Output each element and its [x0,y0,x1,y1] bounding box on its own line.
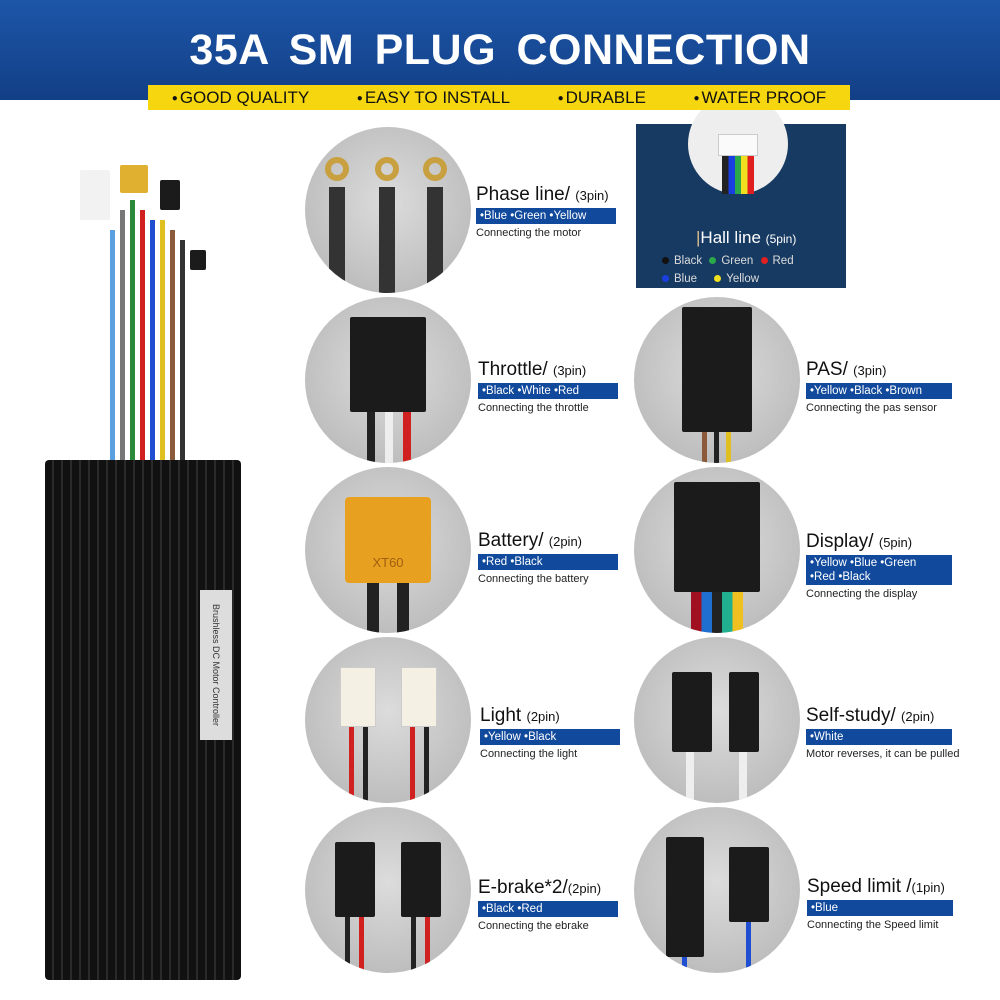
color-tag: •Blue [807,900,953,916]
color-tag: •Black •White •Red [478,383,618,399]
hall-line-panel: |Hall line (5pin) Black Green Red Blue Y… [636,94,846,288]
display-image [634,467,800,633]
hall-color: Green [721,255,754,267]
ebrake-image [305,807,471,973]
hall-color: Yellow [726,273,760,285]
hall-connector-image [688,94,788,194]
connector-desc: Connecting the pas sensor [806,402,937,414]
self-study-label: Self-study/ (2pin) •White Motor reverses… [806,705,959,760]
self-study-image [634,637,800,803]
connector-pins: (2pin) [548,534,583,549]
connector-pins: (1pin) [911,880,945,895]
connector-pins: (2pin) [526,709,560,724]
phase-line-image [305,127,471,293]
pas-image [634,297,800,463]
connector-title: Self-study/ [806,705,896,726]
speed-limit-image [634,807,800,973]
hall-title: Hall line [700,228,761,247]
controller-plate-text: Brushless DC Motor Controller [211,603,221,727]
battery-image: XT60 [305,467,471,633]
phase-line-label: Phase line/ (3pin) •Blue •Green •Yellow … [476,184,616,239]
hall-color: Red [772,255,794,267]
connector-desc: Motor reverses, it can be pulled [806,748,960,760]
connector-title: Display/ [806,531,874,552]
connector-title: Throttle/ [478,359,548,380]
pas-label: PAS/ (3pin) •Yellow •Black •Brown Connec… [806,359,952,414]
ebrake-label: E-brake*2/(2pin) •Black •Red Connecting … [478,877,618,932]
connector-title: Phase line/ [476,184,571,205]
connector-desc: Connecting the motor [476,227,582,239]
connector-desc: Connecting the ebrake [478,920,589,932]
connector-title: Speed limit / [807,876,912,897]
connector-title: E-brake*2/ [478,877,568,898]
feature-bar: GOOD QUALITY EASY TO INSTALL DURABLE WAT… [148,85,850,110]
color-tag: •White [806,729,952,745]
display-label: Display/ (5pin) •Yellow •Blue •Green •Red… [806,531,952,600]
connector-pins: (3pin) [575,188,609,203]
connector-pins: (2pin) [901,709,935,724]
color-tag: •Blue •Green •Yellow [476,208,616,224]
battery-label: Battery/ (2pin) •Red •Black Connecting t… [478,530,618,585]
feature-item: GOOD QUALITY [172,88,309,108]
xt60-plug: XT60 [345,497,431,583]
connector-desc: Connecting the throttle [478,402,589,414]
connector-desc: Connecting the light [480,748,578,760]
feature-item: WATER PROOF [693,88,827,108]
feature-item: EASY TO INSTALL [357,88,510,108]
connector-desc: Connecting the Speed limit [807,919,939,931]
color-tag: •Yellow •Black •Brown [806,383,952,399]
color-tag: •Red •Black [810,571,871,583]
speed-limit-label: Speed limit /(1pin) •Blue Connecting the… [807,876,953,931]
color-tag: •Yellow •Blue •Green [810,557,917,569]
light-image [305,637,471,803]
color-tag: •Yellow •Black [480,729,620,745]
connector-pins: (2pin) [567,881,602,896]
connector-pins: (3pin) [853,363,887,378]
connector-pins: (5pin) [878,535,913,550]
light-label: Light (2pin) •Yellow •Black Connecting t… [480,705,620,760]
connector-desc: Connecting the battery [478,573,589,585]
feature-item: DURABLE [558,88,646,108]
color-tag: •Red •Black [478,554,618,570]
color-tag: •Black •Red [478,901,618,917]
connector-desc: Connecting the display [806,588,918,600]
hall-color: Black [674,255,703,267]
controller-label-plate: Brushless DC Motor Controller [200,590,232,740]
connector-title: Light [480,705,522,726]
connector-title: Battery/ [478,530,544,551]
hall-color: Blue [674,273,698,285]
throttle-image [305,297,471,463]
header-banner: 35A SM PLUG CONNECTION [0,0,1000,100]
throttle-label: Throttle/ (3pin) •Black •White •Red Conn… [478,359,618,414]
connector-pins: (3pin) [552,363,587,378]
hall-pins: (5pin) [765,232,797,246]
page-title: 35A SM PLUG CONNECTION [189,26,811,74]
connector-title: PAS/ [806,359,848,380]
